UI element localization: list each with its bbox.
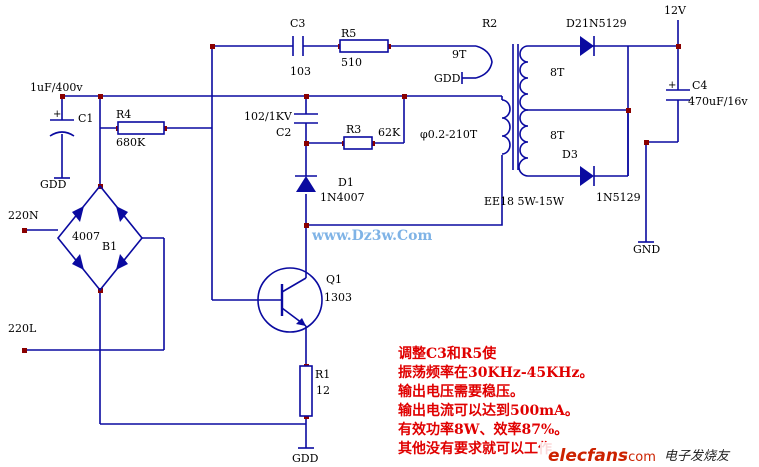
capacitor-c2 — [294, 113, 318, 124]
brand-logo: elecfans ·com 电子发烧友 — [540, 442, 759, 467]
label-gdd-top: GDD — [434, 72, 461, 85]
label-bridge-part: 4007 — [72, 230, 100, 243]
label-b1: B1 — [102, 240, 117, 253]
resistor-r4 — [117, 121, 165, 135]
label-d3: D3 — [562, 148, 578, 161]
label-12v: 12V — [664, 4, 687, 17]
capacitor-c3 — [292, 36, 304, 56]
diode-d1 — [295, 175, 317, 192]
note-line-5: 有效功率8W、效率87%。 — [398, 421, 568, 438]
resistor-r1 — [299, 365, 313, 417]
label-r1: R1 — [315, 368, 330, 381]
label-wire-spec: φ0.2-210T — [420, 128, 478, 141]
label-220l: 220L — [8, 322, 37, 335]
label-r3: R3 — [346, 123, 361, 136]
transformer-r2 — [501, 44, 529, 177]
label-r4-value: 680K — [116, 136, 146, 149]
label-9t: 9T — [452, 48, 467, 61]
label-d1: D1 — [338, 176, 354, 189]
label-c3: C3 — [290, 17, 305, 30]
label-8t-lower: 8T — [550, 129, 565, 142]
watermark-text: www.Dz3w.Com — [311, 228, 432, 244]
note-line-2: 振荡频率在30KHz-45KHz。 — [398, 364, 593, 381]
design-notes: 调整C3和R5使 振荡频率在30KHz-45KHz。 输出电压需要稳压。 输出电… — [398, 345, 593, 457]
logo-tagline: 电子发烧友 — [664, 449, 731, 464]
capacitor-c1: + — [49, 109, 75, 137]
label-gdd-left: GDD — [40, 178, 67, 191]
label-c3-value: 103 — [290, 65, 311, 78]
label-d2: D2 — [566, 17, 582, 30]
label-d1-part: 1N4007 — [320, 191, 365, 204]
label-r3-value: 62K — [378, 126, 401, 139]
label-c1-rating: 1uF/400v — [30, 81, 83, 94]
label-d3-part: 1N5129 — [596, 191, 641, 204]
note-line-6: 其他没有要求就可以工作 — [398, 440, 552, 457]
transistor-q1 — [257, 267, 323, 333]
label-core: EE18 5W-15W — [484, 195, 565, 208]
label-r5-value: 510 — [341, 56, 362, 69]
label-gdd-bottom: GDD — [292, 452, 319, 465]
label-r2: R2 — [482, 17, 497, 30]
label-r5: R5 — [341, 27, 356, 40]
label-8t-upper: 8T — [550, 66, 565, 79]
label-c4: C4 — [692, 79, 707, 92]
label-q1-part: 1303 — [324, 291, 352, 304]
label-c1: C1 — [78, 112, 93, 125]
label-q1: Q1 — [326, 273, 342, 286]
resistor-r3 — [343, 136, 373, 150]
note-line-3: 输出电压需要稳压。 — [398, 383, 524, 400]
component-labels: C3 103 R5 510 R2 D2 1N5129 12V 9T GDD 8T… — [8, 4, 748, 465]
label-c4-value: 470uF/16v — [688, 95, 748, 108]
resistor-r5 — [339, 39, 389, 53]
note-line-4: 输出电流可以达到500mA。 — [398, 402, 579, 419]
diode-d3 — [580, 166, 595, 186]
label-r1-value: 12 — [316, 384, 330, 397]
bridge-rectifier-b1 — [56, 184, 144, 292]
label-c2: C2 — [276, 126, 291, 139]
svg-text:+: + — [668, 80, 676, 91]
logo-text: elecfans — [548, 446, 628, 466]
label-r4: R4 — [116, 108, 131, 121]
capacitor-c4: + — [666, 80, 690, 101]
label-gnd: GND — [633, 243, 660, 256]
logo-suffix: ·com — [624, 450, 656, 465]
label-c2-value: 102/1KV — [244, 110, 293, 123]
label-d2-part: 1N5129 — [582, 17, 627, 30]
diode-d2 — [580, 36, 595, 56]
label-220n: 220N — [8, 209, 39, 222]
svg-text:+: + — [53, 109, 61, 120]
note-line-1: 调整C3和R5使 — [398, 345, 497, 362]
